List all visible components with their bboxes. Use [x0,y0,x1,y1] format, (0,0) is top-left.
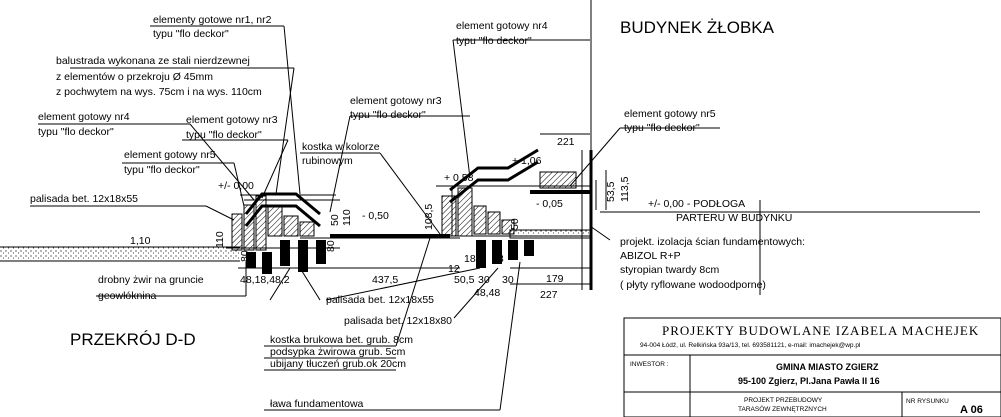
dim-110-center: 110 [341,209,353,226]
callout-el-nr3-center-type: typu "flo deckor" [350,109,426,121]
dim-53-5: 53,5 [605,181,617,202]
dim-110: 110 [214,231,226,248]
callout-el-nr4-top-type: typu "flo deckor" [456,35,532,47]
callout-balustrada: balustrada wykonana ze stali nierdzewnej [56,55,250,67]
section-title: PRZEKRÓJ D-D [70,330,196,349]
callout-el-nr5-right-type: typu "flo deckor" [624,122,700,134]
title-firm-address: 94-004 Łódź, ul. Relkińska 93a/13, tel. … [640,342,861,349]
callout-izolacja-styropian: styropian twardy 8cm [620,264,719,276]
callout-el-nr1-nr2: elementy gotowe nr1, nr2 [153,14,272,26]
dim-48-48: 48,48 [474,287,500,299]
dim-bottom-left: 48,18,48,2 [240,274,290,286]
callout-podloga-parter: PARTERU W BUDYNKU [676,212,792,224]
dim-80-right: 80 [509,244,521,256]
callout-el-nr5-left: element gotowy nr5 [124,149,216,161]
callout-el-nr4-left-type: typu "flo deckor" [38,126,114,138]
callout-el-nr3-left: element gotowy nr3 [186,114,278,126]
callout-izolacja-plyty: ( płyty ryflowane wodoodporne) [620,279,766,291]
level-0-00-left: +/- 0,00 [218,180,254,192]
callout-balustrada-profile: z elementów o przekroju Ø 45mm [56,71,213,83]
dim-50-right: 50 [509,218,521,230]
callout-layer-tluczen: ubijany tłuczeń grub.ok 20cm [270,358,406,370]
dim-179: 179 [546,273,564,285]
dim-227: 227 [540,289,558,301]
callout-kostka: kostka w kolorze [302,141,380,153]
callout-el-nr4-left: element gotowy nr4 [38,111,130,123]
callout-izolacja-abizol: ABIZOL R+P [620,250,681,262]
callout-layer-podsypka: podsypka żwirowa grub. 5cm [270,346,406,358]
dim-12: 12 [448,263,460,275]
callout-el-nr3-center: element gotowy nr3 [350,95,442,107]
callout-geowloknina: geowłóknina [98,290,157,302]
dim-30a: 30 [478,274,490,286]
dim-50: 50 [329,214,341,226]
callout-podloga: +/- 0,00 - PODŁOGA [648,198,745,210]
callout-izolacja: projekt. izolacja ścian fundamentowych: [620,236,805,248]
level-plus-1-06: + 1,06 [512,155,542,167]
level-plus-0-58: + 0,58 [444,172,474,184]
title-investor-name: GMINA MIASTO ZGIERZ [776,362,879,372]
callout-lawa: ława fundamentowa [270,398,364,410]
callout-el-nr3-left-type: typu "flo deckor" [186,129,262,141]
callout-palisada-80: palisada bet. 12x18x80 [344,315,452,327]
callout-layer-kostka: kostka brukowa bet. grub. 8cm [270,334,413,346]
building-outline [581,0,980,295]
dim-113-5: 113,5 [619,176,631,202]
title-investor-address: 95-100 Zgierz, Pl.Jana Pawła II 16 [738,376,880,386]
callout-el-nr5-left-type: typu "flo deckor" [124,164,200,176]
title-drawing-no-label: NR RYSUNKU [906,398,949,405]
dim-30b: 30 [502,274,514,286]
level-minus-0-50: - 0,50 [362,210,389,222]
callout-palisada-55: palisada bet. 12x18x55 [326,294,434,306]
title-project-line2: TARASÓW ZEWNĘTRZNYCH [738,404,827,413]
dim-80-center: 80 [325,240,337,252]
dim-108-5: 108,5 [423,204,435,230]
dim-221: 221 [557,136,575,148]
title-drawing-no: A 06 [960,404,983,416]
title-investor-label: INWESTOR : [630,361,669,368]
callout-el-nr5-right: element gotowy nr5 [624,108,716,120]
dim-437-5: 437,5 [372,274,398,286]
title-firm: PROJEKTY BUDOWLANE IZABELA MACHEJEK [662,323,979,338]
callout-balustrada-handrail: z pochwytem na wys. 75cm i na wys. 110cm [56,86,262,98]
ground-layers [0,190,591,262]
dimension-lines [231,133,607,285]
callout-zwir: drobny żwir na gruncie [98,274,204,286]
level-1-10: 1,10 [130,235,151,247]
callout-el-nr4-top: element gotowy nr4 [456,20,548,32]
title-block [623,317,1001,417]
leader-lines [30,25,720,411]
dim-50-5: 50,5 [454,274,475,286]
callout-kostka-color: rubinowym [302,155,353,167]
callout-el-nr1-nr2-type: typu "flo deckor" [153,28,229,40]
dim-18b: 18 [492,253,504,265]
building-label: BUDYNEK ŻŁOBKA [620,18,775,37]
callout-palisada-top: palisada bet. 12x18x55 [30,193,138,205]
dim-18a: 18 [464,253,476,265]
level-minus-0-05: - 0,05 [536,198,563,210]
dim-80-left: 80 [239,250,251,262]
title-project-line1: PROJEKT PRZEBUDOWY [744,397,823,404]
